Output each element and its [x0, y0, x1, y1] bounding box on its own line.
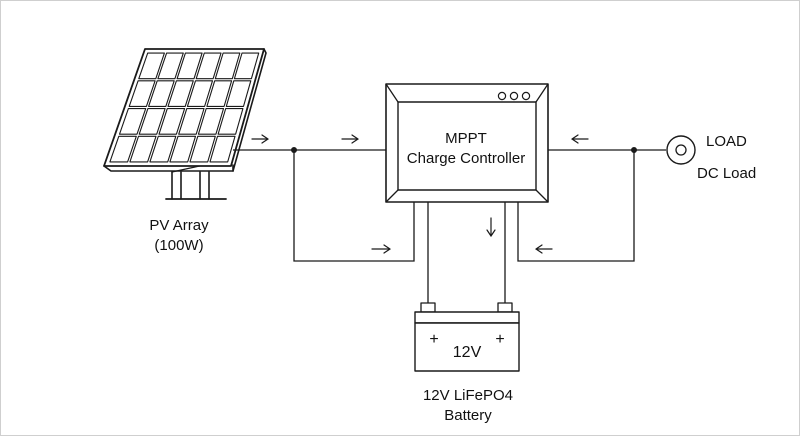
- panel-cell: [197, 108, 225, 135]
- panel-cell: [189, 135, 216, 163]
- load-terminal-icon: [666, 135, 696, 165]
- panel-cell: [157, 52, 184, 80]
- arrow-icon: [251, 134, 589, 254]
- battery-voltage: 12V: [453, 344, 482, 361]
- panel-cell: [138, 108, 166, 135]
- panel-cell: [169, 135, 197, 163]
- panel-cell: [176, 52, 203, 80]
- load-sublabel: DC Load: [697, 165, 756, 182]
- battery-plus-left: +: [429, 331, 438, 348]
- battery-label: 12V LiFePO4: [423, 387, 513, 404]
- panel-cell: [178, 108, 205, 135]
- controller-title: MPPT: [445, 130, 487, 147]
- pv-label: PV Array: [149, 217, 209, 234]
- battery-plus-right: +: [495, 331, 504, 348]
- junction-dot: [631, 147, 637, 153]
- panel-cell: [148, 80, 175, 107]
- panel-cell: [217, 108, 244, 135]
- junction-dot: [291, 147, 297, 153]
- pv-sublabel: (100W): [154, 237, 203, 254]
- controller-box-icon: [385, 83, 549, 203]
- battery-icon: [414, 302, 520, 372]
- battery-sublabel: Battery: [444, 407, 492, 424]
- panel-cell: [209, 135, 236, 163]
- panel-cell: [195, 52, 222, 80]
- panel-cell: [129, 135, 157, 163]
- panel-cell: [118, 108, 147, 135]
- panel-cell: [214, 52, 241, 80]
- panel-cell: [109, 135, 137, 163]
- panel-cell: [128, 80, 156, 107]
- panel-cell: [186, 80, 214, 107]
- panel-cell: [149, 135, 177, 163]
- controller-subtitle: Charge Controller: [407, 150, 525, 167]
- panel-cell: [158, 108, 186, 135]
- load-label: LOAD: [706, 133, 747, 150]
- panel-cell: [167, 80, 194, 107]
- solar-panel-icon: [103, 48, 267, 200]
- panel-cell: [138, 52, 165, 80]
- wiring: [233, 149, 666, 305]
- panel-cell: [233, 52, 260, 80]
- panel-cell: [225, 80, 252, 107]
- panel-cell: [206, 80, 233, 107]
